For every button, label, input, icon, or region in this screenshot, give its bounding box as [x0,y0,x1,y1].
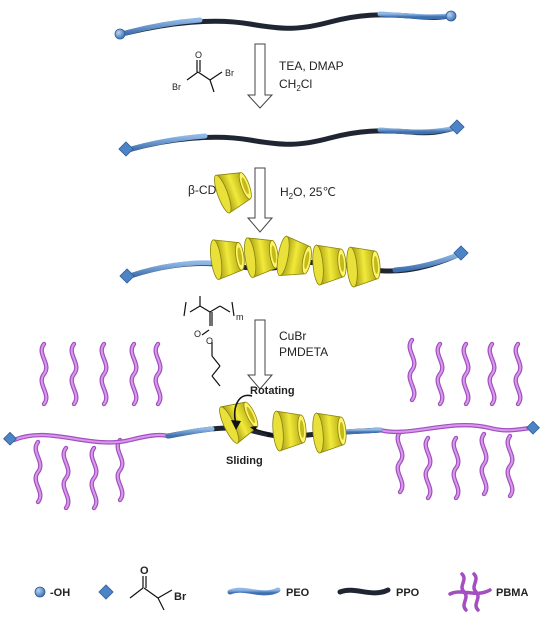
rotating-label: Rotating [250,385,295,397]
rotating-arrow [234,394,253,425]
step3-reagent-line2: PMDETA [279,345,328,359]
legend-br-end-icon [98,584,114,600]
chem-o-label: O [195,50,202,60]
peo-segment-right [342,427,383,435]
beta-cd-icon [210,165,257,216]
peo-segment-left [119,17,203,37]
threaded-cd-2 [241,233,282,279]
legend-o-label: O [140,565,149,577]
br-end-right [449,119,465,135]
monomer-o1-label: O [194,329,201,339]
chain-3 [119,233,469,288]
legend: -OH O Br PEO PPO PBMA [34,565,528,612]
br-end-left [119,268,135,284]
free-cd [310,410,349,454]
oh-end-left [114,28,126,40]
peo-segment-right [392,251,463,273]
threaded-cd-5 [344,244,383,288]
step1-reagent-line2: CH2Cl [279,77,312,93]
beta-cd-label: β-CD [188,183,217,197]
chain-1 [114,10,457,40]
legend-oh-label: -OH [50,587,70,599]
pbma-brush-right [377,340,533,498]
legend-pbma-label: PBMA [496,587,528,599]
br-end-right [453,245,469,261]
acyl-bromide-structure [186,60,223,93]
arrow-3 [246,319,274,390]
legend-ppo-icon [337,587,391,596]
chain-2 [118,119,465,157]
pbma-brush-left [11,344,171,508]
step2-conditions: H2O, 25℃ [280,185,336,201]
chain-4 [3,340,540,508]
sliding-cd [270,408,309,452]
peo-segment-right [377,11,451,20]
monomer-o2-label: O [206,336,213,346]
chem-br-right-label: Br [225,68,234,78]
legend-pbma-icon [448,572,492,612]
br-end-left [118,141,134,157]
legend-peo-label: PEO [286,587,310,599]
sliding-label: Sliding [226,455,263,467]
step1-reagent-line1: TEA, DMAP [279,59,344,73]
threaded-cd-1 [207,235,248,281]
monomer-n-label: m [236,312,244,322]
oh-end-right [445,10,457,22]
threaded-cd-3 [274,234,315,281]
chem-br-left-label: Br [172,82,181,92]
rotating-cd [215,394,264,446]
br-end-left [3,431,17,446]
peo-segment-left [125,133,208,153]
threaded-cd-4 [310,242,349,286]
peo-segment-left [165,426,215,439]
legend-oh-icon [34,586,46,598]
peo-segment-right [377,125,458,135]
br-end-right [526,420,540,435]
step3-reagent-line1: CuBr [279,329,306,343]
legend-ester-structure [129,576,173,611]
arrow-1 [246,43,274,109]
legend-ppo-label: PPO [396,587,420,599]
legend-peo-icon [227,587,281,596]
peo-segment-left [127,260,213,279]
bma-monomer-structure [183,296,235,387]
arrow-2 [246,167,274,233]
legend-br-label: Br [174,591,187,603]
